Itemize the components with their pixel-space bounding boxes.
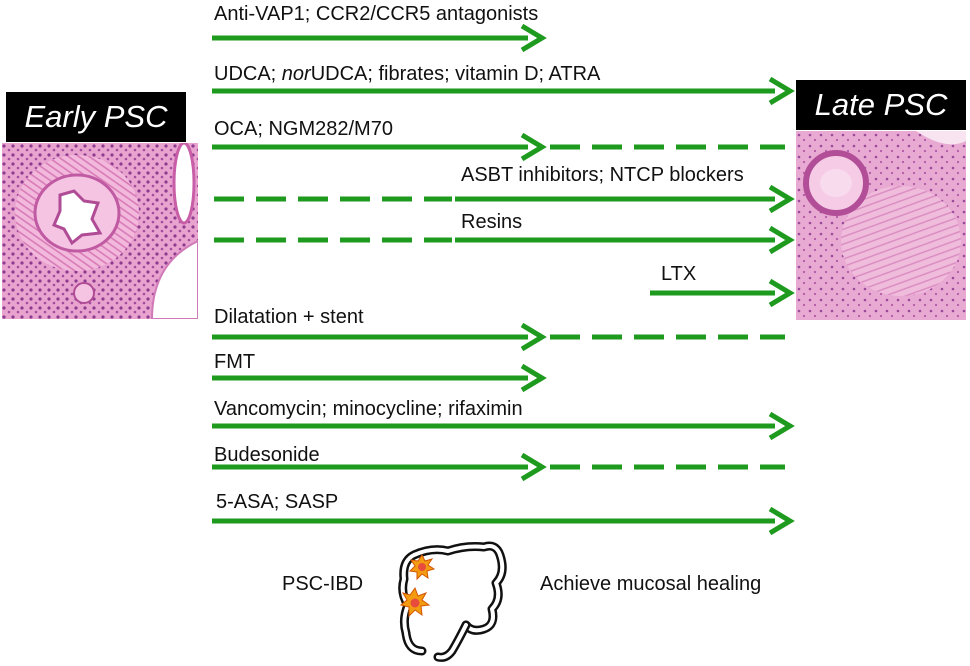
- row-label-resins: Resins: [461, 211, 523, 233]
- row-label-budesonide: Budesonide: [214, 444, 320, 466]
- arrow-row-10: [212, 506, 795, 536]
- arrow-head-icon: [768, 184, 795, 214]
- arrow-head-icon: [520, 23, 547, 53]
- early-psc-label: Early PSC: [6, 92, 186, 142]
- row-label-asbt: ASBT inhibitors; NTCP blockers: [461, 164, 744, 186]
- inflammation-burst-icon: [408, 554, 436, 581]
- row-label-anti-vap1: Anti-VAP1; CCR2/CCR5 antagonists: [214, 3, 539, 25]
- arrow-head-icon: [768, 278, 795, 308]
- row-label-udca-post: UDCA; fibrates; vitamin D; ATRA: [310, 63, 601, 85]
- late-histology-icon: [796, 131, 966, 320]
- arrow-row-7: [212, 363, 547, 393]
- arrow-row-3: [214, 184, 795, 214]
- row-label-vancomycin: Vancomycin; minocycline; rifaximin: [214, 398, 523, 420]
- arrow-row-5: [650, 278, 795, 308]
- row-label-fmt: FMT: [214, 351, 256, 373]
- row-label-dilatation: Dilatation + stent: [214, 306, 364, 328]
- arrow-row-8: [212, 411, 795, 441]
- row-label-ltx: LTX: [661, 263, 697, 285]
- early-histology-icon: [2, 143, 198, 319]
- row-label-udca-italic: nor: [281, 63, 311, 85]
- arrow-head-icon: [768, 411, 795, 441]
- row-label-oca: OCA; NGM282/M70: [214, 118, 393, 140]
- arrow-head-icon: [768, 225, 795, 255]
- arrow-head-icon: [768, 76, 795, 106]
- arrow-head-icon: [520, 452, 547, 482]
- row-label-udca-pre: UDCA;: [214, 63, 282, 85]
- early-psc-histology-image: [2, 143, 198, 319]
- row-label-udca: UDCA; norUDCA; fibrates; vitamin D; ATRA: [214, 62, 600, 86]
- arrow-row-1: [212, 76, 795, 106]
- arrow-row-0: [212, 23, 547, 53]
- row-label-5asa: 5-ASA; SASP: [216, 491, 339, 513]
- late-psc-histology-image: [796, 131, 966, 320]
- arrow-row-4: [214, 225, 795, 255]
- colon-icon: [398, 541, 507, 662]
- psc-ibd-label: PSC-IBD: [282, 573, 364, 595]
- arrow-row-9: [212, 452, 785, 482]
- mucosal-healing-label: Achieve mucosal healing: [540, 573, 762, 595]
- arrow-head-icon: [768, 506, 795, 536]
- arrow-head-icon: [520, 322, 547, 352]
- late-psc-label: Late PSC: [796, 80, 966, 130]
- inflammation-burst-icon: [399, 586, 431, 618]
- arrow-row-6: [212, 322, 785, 352]
- arrow-row-2: [212, 132, 785, 162]
- arrow-head-icon: [520, 132, 547, 162]
- arrow-head-icon: [520, 363, 547, 393]
